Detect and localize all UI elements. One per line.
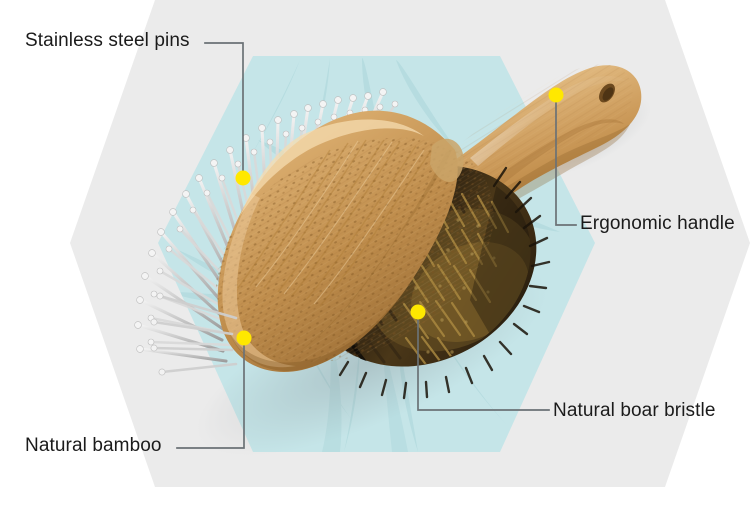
stainless-steel-pins-front <box>152 294 238 374</box>
bamboo-neck <box>430 138 464 183</box>
callout-line-natural-bamboo <box>176 337 245 449</box>
callout-label-natural-bamboo: Natural bamboo <box>25 435 162 456</box>
callout-line-natural-boar-bristle <box>417 311 550 411</box>
callout-dot-ergonomic-handle[interactable] <box>548 87 564 103</box>
callout-dot-natural-bamboo[interactable] <box>236 330 252 346</box>
callout-dot-stainless-steel-pins[interactable] <box>235 170 251 186</box>
handle-highlight <box>470 76 628 166</box>
bamboo-bottom-shade <box>228 284 410 371</box>
leaf-watermark <box>396 60 466 162</box>
bamboo-grain-lines <box>237 139 431 307</box>
hang-hole-inner <box>602 87 614 101</box>
callout-line-ergonomic-handle <box>555 94 577 226</box>
bamboo-top-sheen <box>240 119 424 216</box>
callout-label-ergonomic-handle: Ergonomic handle <box>580 213 735 234</box>
leaf-watermark <box>362 58 392 184</box>
callout-line-stainless-steel-pins <box>204 42 244 179</box>
bamboo-left-rim <box>222 194 296 368</box>
callout-dots <box>235 87 564 346</box>
callout-label-stainless-steel-pins: Stainless steel pins <box>25 30 190 51</box>
callout-dot-natural-boar-bristle[interactable] <box>410 304 426 320</box>
callout-label-natural-boar-bristle: Natural boar bristle <box>553 400 716 421</box>
leaf-watermark <box>398 334 418 452</box>
